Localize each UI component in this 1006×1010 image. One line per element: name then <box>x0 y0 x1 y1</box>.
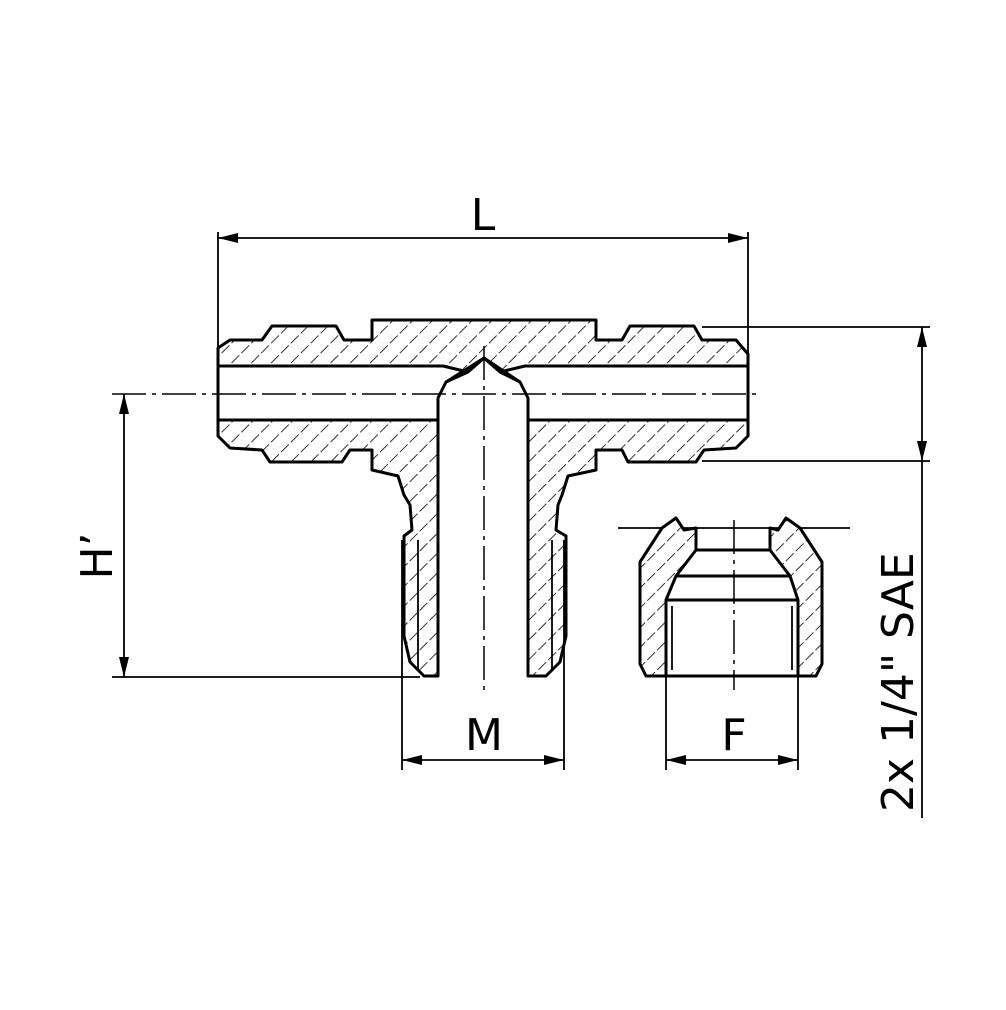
label-height: H’ <box>72 532 123 579</box>
nut-bore <box>666 548 798 678</box>
run-lower-wall-left <box>216 418 440 678</box>
extension-lines <box>112 232 930 818</box>
dimension-lines <box>119 233 927 765</box>
center-lines <box>112 346 760 690</box>
thread-lines-male <box>417 540 553 670</box>
label-spec: 2x 1/4" SAE <box>873 552 924 812</box>
bore-outline <box>216 366 750 420</box>
label-male-thread: M <box>465 710 503 761</box>
nut-right-wall <box>768 516 824 678</box>
nut-thread-lines <box>671 606 793 670</box>
nut-section <box>618 516 850 678</box>
nut-left-wall <box>638 516 698 678</box>
tee-body-section <box>216 318 750 678</box>
run-upper-wall <box>216 318 750 374</box>
run-lower-wall-right <box>526 418 750 678</box>
label-female-thread: F <box>721 710 746 761</box>
label-length: L <box>471 190 496 241</box>
